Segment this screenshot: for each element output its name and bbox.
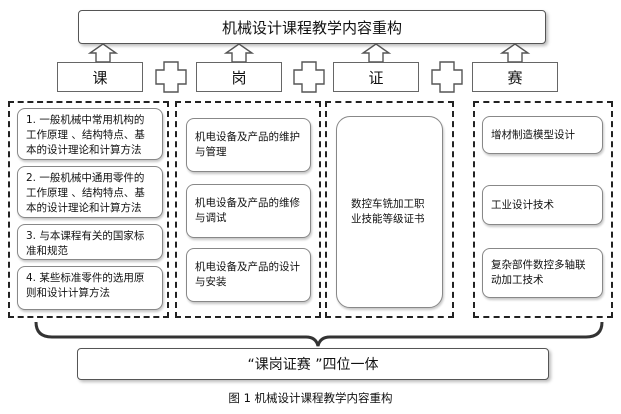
plus-icon-2 [293,61,325,93]
ke-item-3: 3. 与本课程有关的国家标准和规范 [17,224,163,260]
ke-item-1: 1. 一般机械中常用机构的工作原理 、结构特点、基本的设计理论和计算方法 [17,108,163,160]
sai-item-1-text: 增材制造模型设计 [491,128,575,141]
arrow-up-1 [87,43,119,63]
zheng-item: 数控车铣加工职业技能等级证书 [336,116,443,308]
sai-item-3-text: 复杂部件数控多轴联动加工技术 [491,259,586,286]
panel-zheng [325,101,454,318]
zheng-item-text: 数控车铣加工职业技能等级证书 [351,198,425,225]
ke-item-4-text: 4. 某些标准零件的选用原则和设计计算方法 [26,272,145,299]
plus-icon-1 [155,61,187,93]
panel-sai [473,101,613,318]
diagram-title-box: 机械设计课程教学内容重构 [78,10,546,44]
header-gang: 岗 [196,62,282,92]
sai-item-2: 工业设计技术 [482,185,603,225]
unity-box: “课岗证赛 ”四位一体 [77,348,549,380]
ke-item-2-text: 2. 一般机械中通用零件的工作原理 、结构特点、基本的设计理论和计算方法 [26,172,145,214]
arrow-up-2 [223,43,255,63]
gang-item-1: 机电设备及产品的维护与管理 [186,118,311,172]
sai-item-1: 增材制造模型设计 [482,116,603,154]
sai-item-2-text: 工业设计技术 [491,198,554,211]
ke-item-1-text: 1. 一般机械中常用机构的工作原理 、结构特点、基本的设计理论和计算方法 [26,114,145,156]
header-gang-label: 岗 [231,68,247,87]
ke-item-4: 4. 某些标准零件的选用原则和设计计算方法 [17,266,163,310]
ke-item-3-text: 3. 与本课程有关的国家标准和规范 [26,230,145,257]
header-zheng-label: 证 [368,68,384,87]
bottom-brace [34,321,604,347]
header-sai-label: 赛 [507,68,523,87]
header-sai: 赛 [472,62,558,92]
gang-item-3-text: 机电设备及产品的设计与安装 [195,261,300,288]
unity-label: “课岗证赛 ”四位一体 [247,357,379,373]
sai-item-3: 复杂部件数控多轴联动加工技术 [482,248,603,298]
arrow-up-4 [499,43,531,63]
header-zheng: 证 [333,62,419,92]
gang-item-2: 机电设备及产品的维修与调试 [186,184,311,238]
header-ke-label: 课 [92,68,108,87]
plus-icon-3 [431,61,463,93]
panel-gang [175,101,321,318]
diagram-title: 机械设计课程教学内容重构 [221,18,402,37]
arrow-up-3 [360,43,392,63]
gang-item-3: 机电设备及产品的设计与安装 [186,248,311,302]
panel-ke [8,101,169,318]
header-ke: 课 [57,62,143,92]
figure-caption: 图 1 机械设计课程教学内容重构 [228,391,393,405]
gang-item-1-text: 机电设备及产品的维护与管理 [195,131,300,158]
ke-item-2: 2. 一般机械中通用零件的工作原理 、结构特点、基本的设计理论和计算方法 [17,166,163,218]
gang-item-2-text: 机电设备及产品的维修与调试 [195,197,300,224]
